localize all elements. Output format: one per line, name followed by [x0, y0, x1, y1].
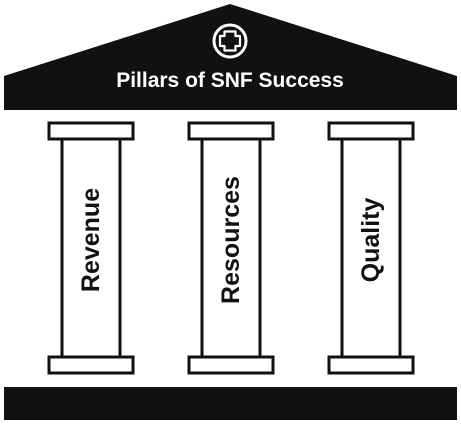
pillar-capital [47, 121, 135, 141]
pillar-revenue: Revenue [47, 121, 135, 375]
pillar-resources: Resources [187, 121, 275, 375]
pillar-quality: Quality [327, 121, 415, 375]
pillar-capital [187, 121, 275, 141]
foundation [4, 387, 457, 420]
pillar-shaft [340, 137, 402, 359]
pillar-label-resources: Resources [217, 176, 245, 304]
pillar-label-quality: Quality [357, 198, 385, 283]
pillar-base [47, 355, 135, 375]
pillar-shaft [200, 137, 262, 359]
plus-circle-icon [212, 23, 248, 59]
pillar-base [187, 355, 275, 375]
pillar-label-revenue: Revenue [77, 188, 105, 292]
diagram-title: Pillars of SNF Success [116, 69, 344, 92]
pillar-capital [327, 121, 415, 141]
pillar-shaft [60, 137, 122, 359]
pillar-base [327, 355, 415, 375]
